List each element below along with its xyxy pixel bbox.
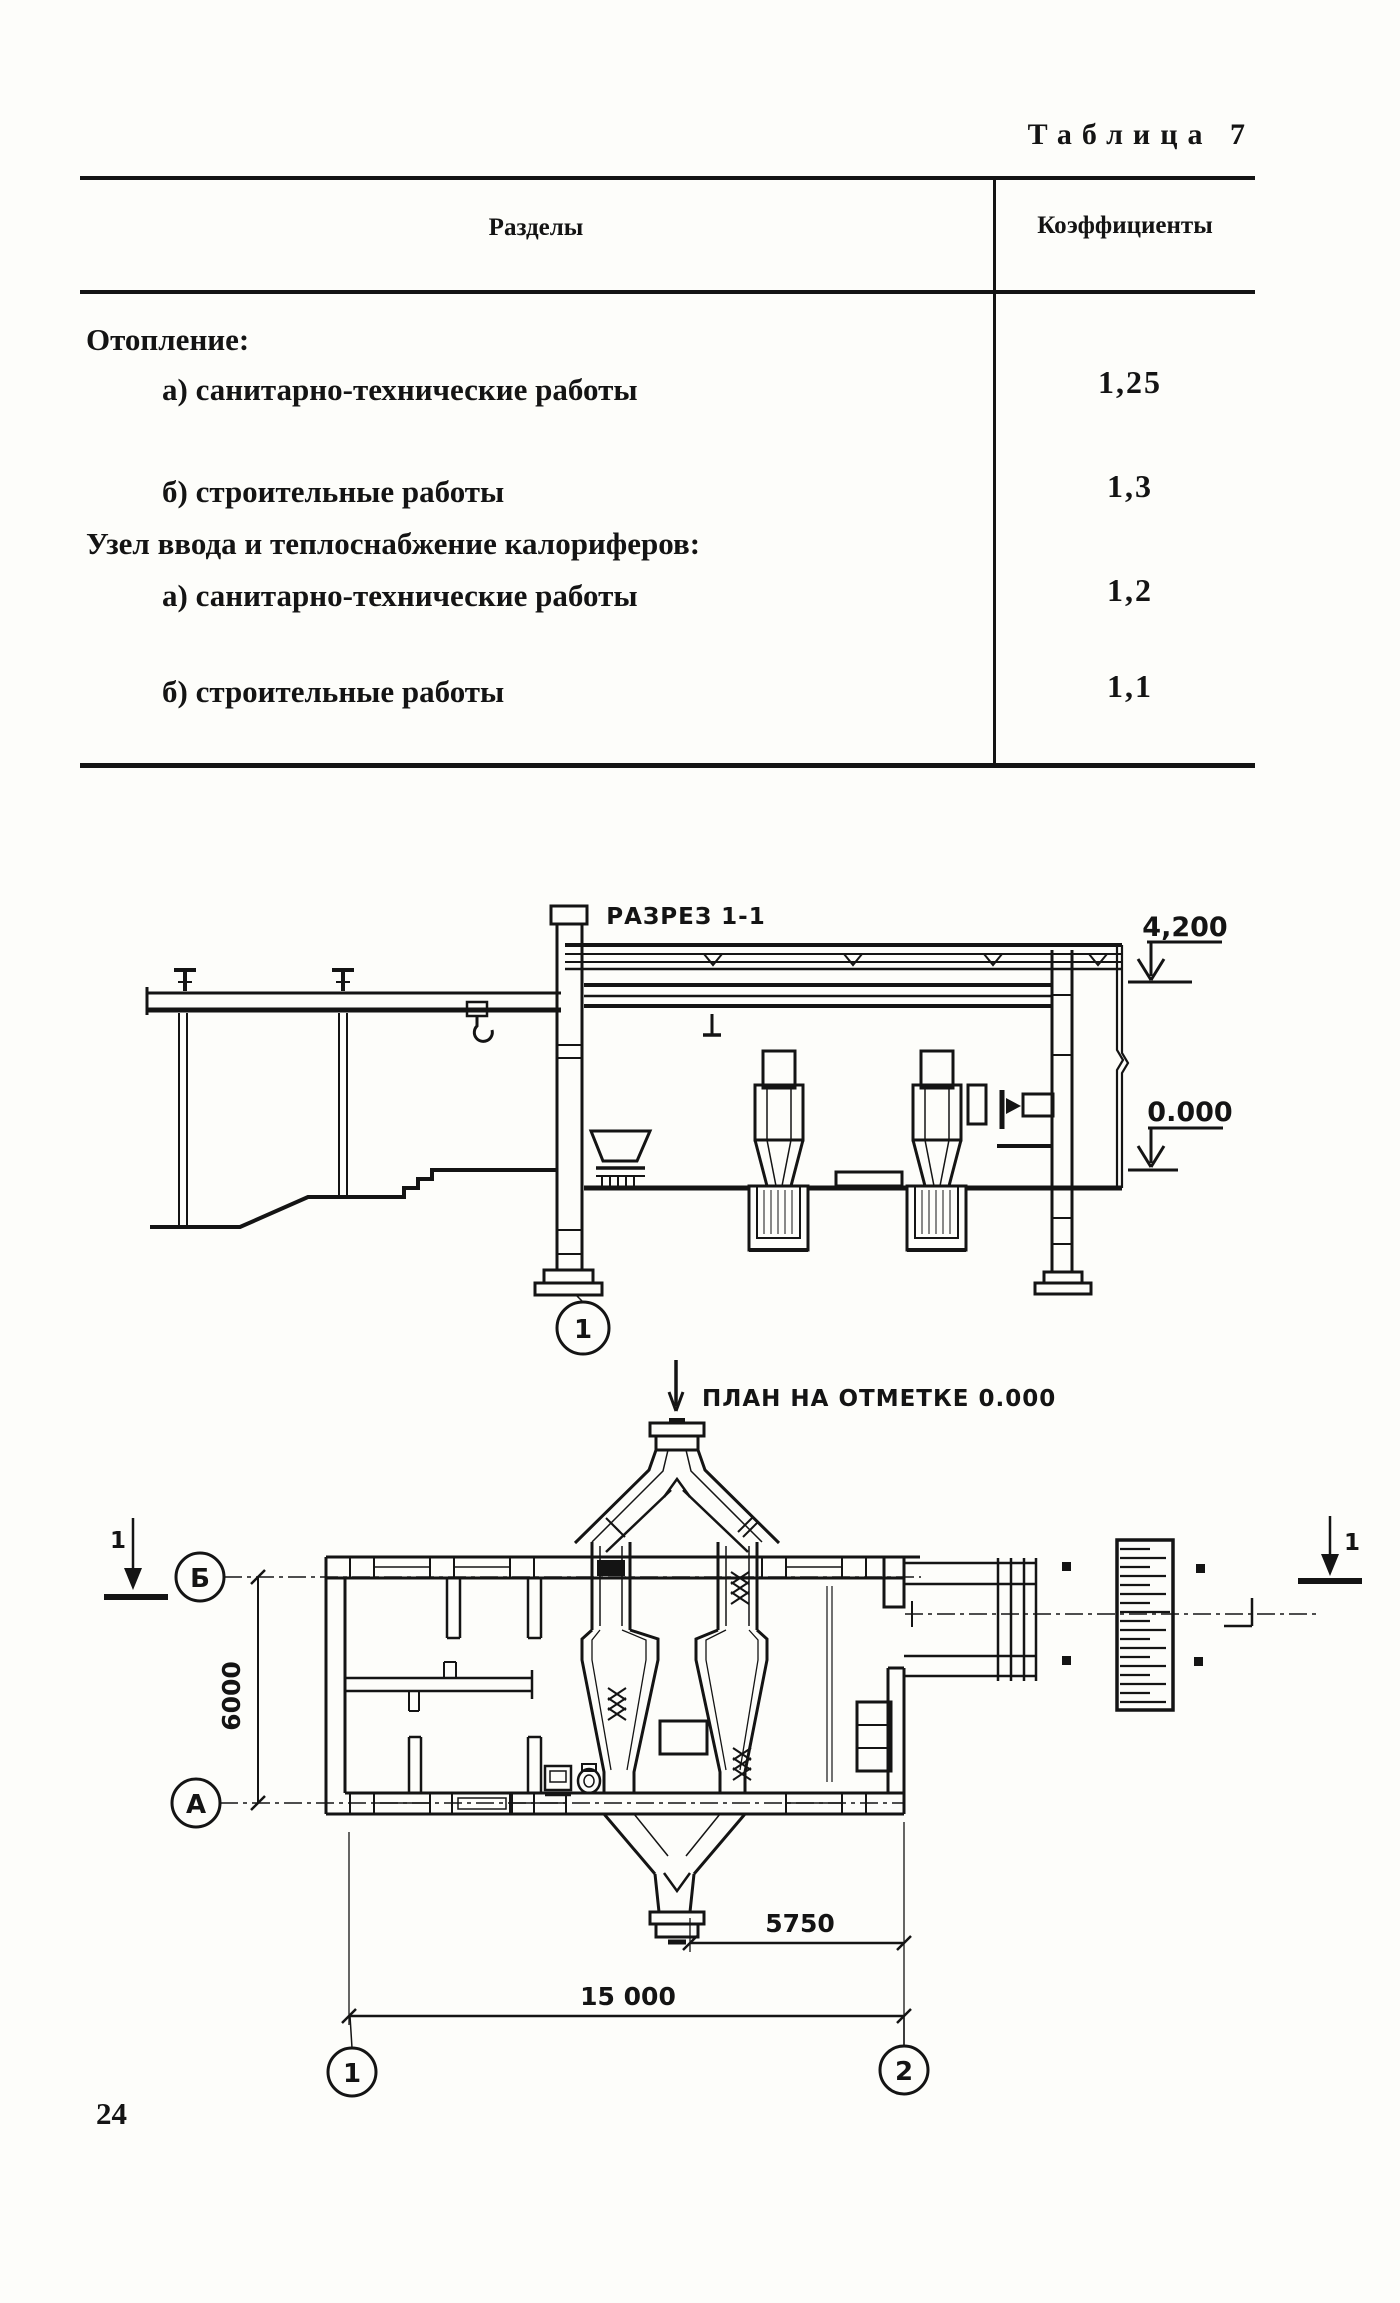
dim-5750: 5750 [765, 1909, 835, 1938]
ceiling-beams [584, 983, 1052, 1037]
axis-bubble [174, 1551, 226, 1603]
axis-bubble [326, 2046, 378, 2098]
elevation-roof-value: 4,200 [1142, 912, 1227, 943]
axis-b-label: Б [190, 1564, 210, 1594]
axis-a-label: А [186, 1790, 206, 1820]
elevation-mark-floor: 0.000 [1128, 1097, 1233, 1172]
duct-inlet-top [573, 1418, 781, 1553]
plan-drawing: ПЛАН НА ОТМЕТКЕ 0.000 [104, 1360, 1362, 2098]
table-row-value: 1,1 [1107, 668, 1153, 704]
elevation-floor-value: 0.000 [1147, 1097, 1232, 1128]
dimension-15000: 15 000 [341, 1832, 912, 2025]
table-row-label: Отопление: [86, 322, 250, 357]
section-wall-right [1115, 945, 1130, 1188]
axis-bubble [878, 2044, 930, 2096]
table-row-label: б) строительные работы [162, 474, 505, 509]
plan-axes: Б А 6000 [170, 1551, 921, 1829]
cut-arrow-icon [1321, 1554, 1339, 1576]
toilet-fixtures-icon [543, 1763, 602, 1797]
dim-15000: 15 000 [580, 1982, 676, 2011]
table-column-divider [993, 178, 996, 766]
hatch-cluster-icon [732, 1747, 752, 1781]
cyclone-unit [905, 1049, 968, 1252]
table-row-label: б) строительные работы [162, 674, 505, 709]
section-drawing: РАЗРЕЗ 1-1 [145, 904, 1233, 1356]
axis-1-label: 1 [343, 2059, 361, 2089]
plan-title-group: ПЛАН НА ОТМЕТКЕ 0.000 [667, 1360, 1056, 1412]
elevation-mark-roof: 4,200 [1128, 912, 1228, 984]
control-desk [997, 1090, 1055, 1148]
section-column-right [1033, 950, 1093, 1296]
hook-icon [465, 1000, 494, 1043]
table-bottom-rule [80, 763, 1255, 768]
table-header-rule [80, 290, 1255, 294]
rail-stub-icon [174, 968, 196, 991]
section-column-left: 1 [533, 904, 611, 1356]
plan-walls [324, 1555, 920, 1816]
table-row-value: 1,2 [1107, 572, 1153, 608]
table-row-label: Узел ввода и теплоснабжение калориферов: [86, 526, 701, 561]
wall-panel [966, 1083, 988, 1126]
centerline-end-mark [1224, 1598, 1254, 1628]
table-header-razdely: Разделы [488, 214, 584, 241]
canopy-monorail [145, 968, 561, 1229]
table-row-label: а) санитарно-технические работы [162, 372, 638, 407]
ground-line [150, 1168, 557, 1229]
dimension-5750: 5750 [682, 1822, 912, 2046]
marker-dots [1062, 1562, 1205, 1666]
hopper-on-stand [588, 1129, 653, 1186]
table-top-rule [80, 176, 1255, 180]
section-cut-mark-left: 1 [104, 1518, 168, 1600]
elevation-arrow-icon [1136, 958, 1153, 981]
floor-platform [834, 1170, 904, 1188]
hatch-cluster-icon [730, 1571, 750, 1605]
duct-column-right [694, 1542, 769, 1793]
stairs [855, 1700, 893, 1773]
duct-outlet-bottom [602, 1813, 747, 1945]
section-cut-mark-right: 1 [1298, 1516, 1362, 1584]
section-title: РАЗРЕЗ 1-1 [606, 904, 765, 930]
cut-label: 1 [1344, 1530, 1360, 1556]
page-number: 24 [96, 2096, 127, 2131]
hatched-block [597, 1560, 625, 1576]
plan-title: ПЛАН НА ОТМЕТКЕ 0.000 [702, 1386, 1056, 1412]
table-row-value: 1,25 [1098, 364, 1162, 400]
table-caption: Таблица 7 [1027, 118, 1255, 151]
equipment-block [658, 1719, 709, 1756]
technical-drawings: РАЗРЕЗ 1-1 [104, 904, 1362, 2098]
table-row-value: 1,3 [1107, 468, 1153, 504]
railway-track [1115, 1538, 1175, 1712]
rail-stub-icon [332, 968, 354, 991]
axis-bubble [555, 1300, 611, 1356]
dim-6000: 6000 [217, 1661, 246, 1731]
table-header-koeffitsienty: Коэффициенты [1037, 212, 1213, 239]
plan-axis-bubbles: 1 2 [326, 2015, 930, 2098]
hatch-cluster-icon [607, 1687, 627, 1721]
table-row-label: а) санитарно-технические работы [162, 578, 638, 613]
duct-column-left [580, 1542, 660, 1793]
roof-slab [565, 943, 1122, 971]
plan-interior [343, 1571, 893, 1797]
transfer-bridge [904, 1558, 1038, 1681]
cyclone-unit [747, 1049, 810, 1252]
axis-2-label: 2 [895, 2057, 913, 2087]
cut-arrow-icon [124, 1568, 142, 1590]
axis-1-label: 1 [574, 1315, 592, 1345]
elevation-arrow-icon [1136, 1145, 1153, 1168]
cut-label: 1 [110, 1528, 126, 1554]
axis-bubble [170, 1777, 222, 1829]
corner-pier [882, 1555, 906, 1609]
